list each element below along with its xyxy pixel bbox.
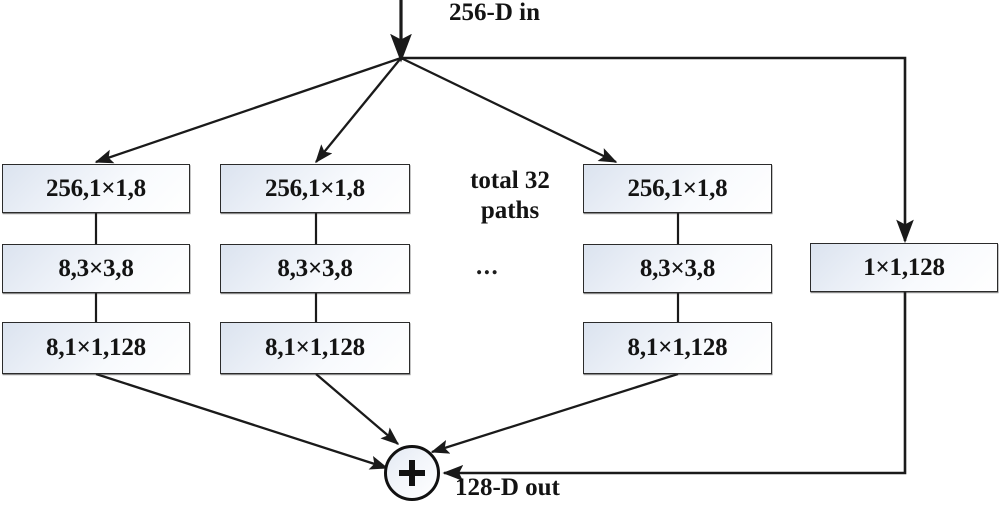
paths-ellipsis: ... <box>476 253 500 280</box>
path-1-conv2-box[interactable]: 8,3×3,8 <box>2 244 190 293</box>
path-1-conv3-box[interactable]: 8,1×1,128 <box>2 322 190 374</box>
wire-junction-to-path-1 <box>94 56 402 164</box>
path-32-conv1-box[interactable]: 256,1×1,8 <box>583 164 772 213</box>
wire-path-32-to-adder <box>430 372 679 454</box>
plus-icon <box>399 460 425 486</box>
path-2-conv2-box[interactable]: 8,3×3,8 <box>220 244 410 293</box>
wire-junction-to-path-32 <box>400 56 618 164</box>
wire-shortcut-bottom <box>442 292 907 482</box>
total-paths-line-2: paths <box>480 196 540 224</box>
path-1-conv1-box[interactable]: 256,1×1,8 <box>2 164 190 213</box>
path-2-conv3-box[interactable]: 8,1×1,128 <box>220 322 410 374</box>
total-paths-note: total 32 paths <box>440 166 580 225</box>
path-2-conv1-box[interactable]: 256,1×1,8 <box>220 164 410 213</box>
path-32-conv3-box[interactable]: 8,1×1,128 <box>583 322 772 374</box>
path-32-conv2-box[interactable]: 8,3×3,8 <box>583 244 772 293</box>
adder-node[interactable] <box>384 445 440 501</box>
shortcut-conv-box[interactable]: 1×1,128 <box>810 243 998 292</box>
wire-path-1-to-adder <box>95 372 389 470</box>
wire-path-2-to-adder <box>315 373 400 445</box>
wire-junction-to-path-2 <box>315 57 402 164</box>
output-label: 128-D out <box>455 474 560 501</box>
total-paths-line-1: total 32 <box>470 167 550 194</box>
input-label: 256-D in <box>449 0 540 26</box>
